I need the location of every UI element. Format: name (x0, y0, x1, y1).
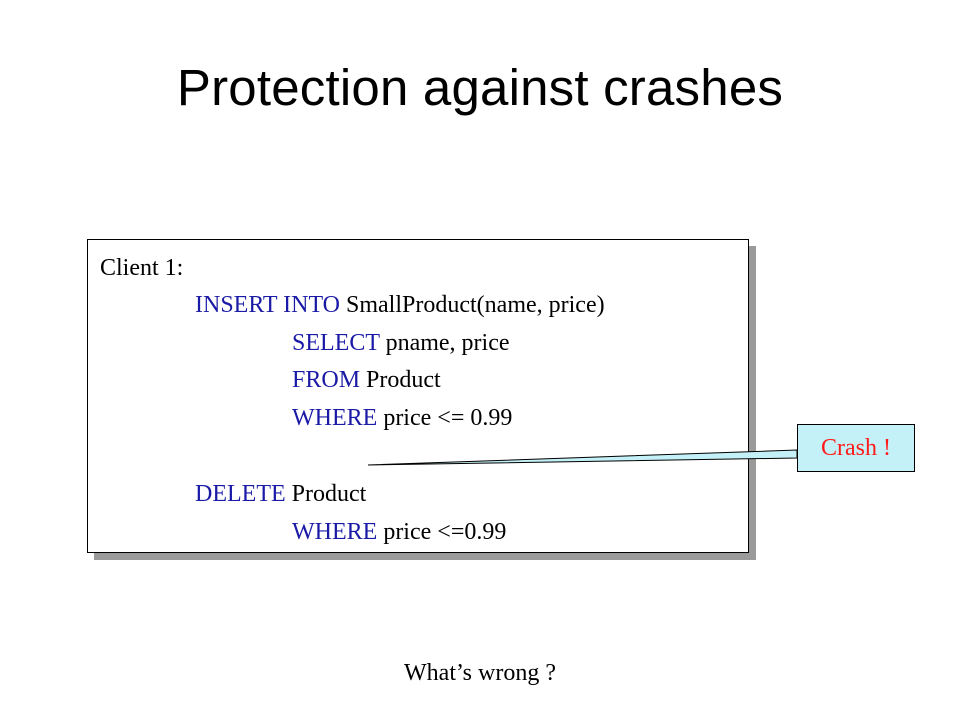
where-line-2: WHERE price <=0.99 (292, 518, 506, 546)
from-line: FROM Product (292, 366, 441, 394)
where-text-2: price <=0.99 (377, 519, 507, 545)
where-keyword-1: WHERE (292, 405, 378, 431)
from-keyword: FROM (292, 367, 361, 393)
delete-keyword: DELETE (195, 481, 286, 507)
where-keyword-2: WHERE (292, 519, 378, 545)
delete-text: Product (285, 481, 367, 507)
slide-title: Protection against crashes (176, 59, 784, 116)
select-line: SELECT pname, price (292, 329, 510, 357)
insert-keyword: INSERT INTO (195, 292, 341, 318)
client-label: Client 1: (100, 255, 184, 281)
where-line-1: WHERE price <= 0.99 (292, 404, 512, 432)
insert-text: SmallProduct(name, price) (340, 292, 605, 318)
select-text: pname, price (379, 330, 510, 356)
select-keyword: SELECT (292, 330, 380, 356)
callout-pointer-shape (367, 449, 798, 466)
client-label-line: Client 1: (100, 254, 183, 282)
footer-question: What’s wrong ? (404, 660, 556, 686)
crash-callout: Crash ! (797, 424, 915, 472)
code-box: Client 1: INSERT INTO SmallProduct(name,… (87, 239, 749, 553)
from-text: Product (360, 367, 441, 393)
insert-line: INSERT INTO SmallProduct(name, price) (195, 291, 605, 319)
delete-line: DELETE Product (195, 480, 366, 508)
where-text-1: price <= 0.99 (377, 405, 513, 431)
